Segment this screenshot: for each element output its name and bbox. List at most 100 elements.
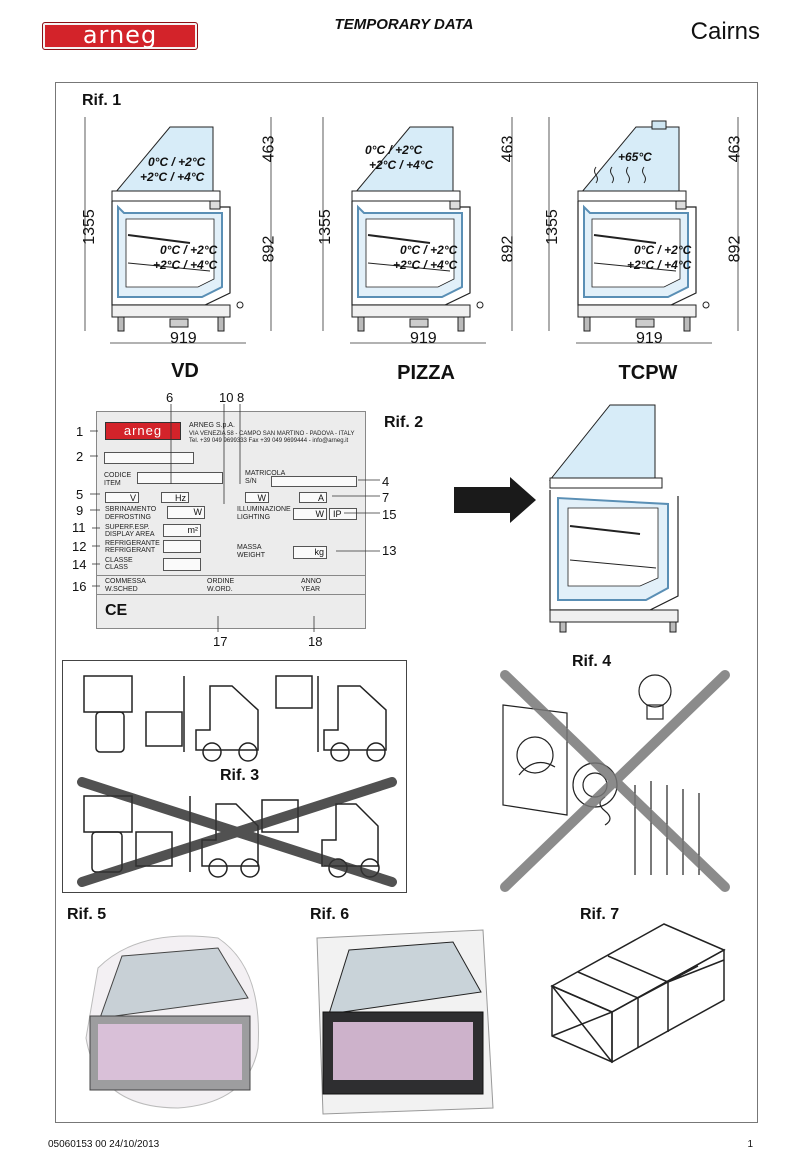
ce-mark: CE — [105, 602, 128, 619]
plate-item: ITEM — [104, 480, 121, 487]
plate-field-refrigerant — [163, 540, 201, 553]
plate-sbrinamento: SBRINAMENTO — [105, 506, 157, 513]
plate-field-defrost-w: W — [167, 506, 205, 519]
plate-year: YEAR — [301, 586, 321, 593]
plate-field-sn — [271, 476, 357, 487]
plate-field-light-w: W — [293, 508, 327, 520]
rating-plate: arneg ARNEG S.p.A. VIA VENEZIA 58 - CAMP… — [96, 411, 366, 629]
rif5-label: Rif. 5 — [67, 906, 107, 923]
model-name: Cairns — [690, 18, 760, 45]
pizza-width: 919 — [410, 330, 437, 347]
callout-15: 15 — [382, 507, 397, 522]
rif7-crate — [550, 923, 726, 1064]
plate-field-hz: Hz — [161, 492, 189, 503]
plate-field-w: W — [245, 492, 269, 503]
pizza-temp-bottom-2: +2°C / +4°C — [393, 258, 458, 272]
tcpw-height-total: 1355 — [543, 209, 561, 245]
plate-logo: arneg — [105, 422, 181, 440]
content-frame — [55, 82, 758, 1123]
callout-12: 12 — [72, 539, 87, 554]
callout-leader-lines — [90, 404, 380, 632]
plate-divider — [97, 575, 365, 576]
page-number: 1 — [747, 1139, 753, 1150]
tcpw-temp-bottom-1: 0°C / +2°C — [634, 243, 692, 257]
plate-refrigerant: REFRIGERANT — [105, 547, 156, 554]
callout-8: 8 — [237, 390, 245, 405]
rif6-wrapped-cabinet — [316, 929, 494, 1115]
callout-13: 13 — [382, 543, 397, 558]
plate-contact: Tel. +39 049 9699333 Fax +39 049 9699444… — [189, 438, 349, 444]
pizza-height-total: 1355 — [316, 209, 334, 245]
plate-field-class — [163, 558, 201, 571]
plate-address: VIA VENEZIA 58 - CAMPO SAN MARTINO - PAD… — [189, 431, 355, 437]
vd-height-top: 463 — [260, 135, 278, 163]
vd-model-label: VD — [171, 360, 199, 382]
plate-divider-2 — [97, 594, 365, 595]
pizza-temp-bottom-1: 0°C / +2°C — [400, 243, 458, 257]
plate-field-v: V — [105, 492, 139, 503]
cabinet-sections-drawing — [84, 117, 739, 344]
callout-17: 17 — [213, 634, 228, 649]
plate-commessa: COMMESSA — [105, 578, 146, 585]
plate-word: W.ORD. — [207, 586, 233, 593]
plate-field-m2: m² — [163, 524, 201, 537]
plate-matricola: MATRICOLA — [245, 470, 286, 477]
callout-5: 5 — [76, 487, 84, 502]
tcpw-model-label: TCPW — [618, 362, 678, 384]
plate-anno: ANNO — [301, 578, 322, 585]
tcpw-width: 919 — [636, 330, 663, 347]
plate-ordine: ORDINE — [207, 578, 235, 585]
tcpw-height-bottom: 892 — [726, 235, 744, 263]
vd-temp-top-2: +2°C / +4°C — [140, 170, 205, 184]
plate-field-ip: IP — [329, 508, 357, 520]
vd-height-total: 1355 — [80, 209, 98, 245]
arneg-logo: arneg — [42, 22, 198, 50]
callout-18: 18 — [308, 634, 323, 649]
cross-icon — [77, 777, 397, 887]
plate-superf: SUPERF.ESP. — [105, 524, 150, 531]
callout-10: 10 — [219, 390, 234, 405]
callout-7: 7 — [382, 490, 390, 505]
vd-temp-bottom-1: 0°C / +2°C — [160, 243, 218, 257]
rif5-wrapped-cabinet — [85, 935, 259, 1109]
callout-4: 4 — [382, 474, 390, 489]
rif2-cabinet-drawing — [454, 404, 679, 633]
plate-wsched: W.SCHED — [105, 586, 138, 593]
plate-company: ARNEG S.p.A. — [189, 422, 235, 429]
plate-sn: S/N — [245, 478, 257, 485]
tcpw-temp-top-1: +65°C — [618, 150, 652, 164]
vd-temp-bottom-2: +2°C / +4°C — [153, 258, 218, 272]
rif4-heat-sources-drawing — [500, 670, 730, 892]
plate-illuminazione: ILLUMINAZIONE — [237, 506, 291, 513]
callout-11: 11 — [72, 520, 86, 535]
callout-1: 1 — [76, 424, 84, 439]
callout-16: 16 — [72, 579, 87, 594]
plate-class: CLASS — [105, 564, 128, 571]
vd-height-bottom: 892 — [260, 235, 278, 263]
plate-field-codice — [137, 472, 223, 484]
vd-width: 919 — [170, 330, 197, 347]
pizza-height-bottom: 892 — [499, 235, 517, 263]
plate-codice: CODICE — [104, 472, 132, 479]
pizza-model-label: PIZZA — [397, 362, 455, 384]
plate-refrigerante: REFRIGERANTE — [105, 540, 160, 547]
plate-lighting: LIGHTING — [237, 514, 271, 521]
plate-field-a: A — [299, 492, 327, 503]
arrow-icon — [454, 477, 536, 523]
pizza-temp-top-1: 0°C / +2°C — [365, 143, 423, 157]
plate-weight: WEIGHT — [237, 552, 265, 559]
plate-display-area: DISPLAY AREA — [105, 531, 155, 538]
rif3-handling-box — [62, 660, 407, 893]
callout-2: 2 — [76, 449, 84, 464]
vd-temp-top-1: 0°C / +2°C — [148, 155, 206, 169]
header-title: TEMPORARY DATA — [334, 16, 474, 33]
plate-field-kg: kg — [293, 546, 327, 559]
tcpw-temp-bottom-2: +2°C / +4°C — [627, 258, 692, 272]
doc-code: 05060153 00 24/10/2013 — [48, 1139, 160, 1150]
plate-defrosting: DEFROSTING — [105, 514, 151, 521]
pizza-height-top: 463 — [499, 135, 517, 163]
plate-classe: CLASSE — [105, 557, 133, 564]
tcpw-height-top: 463 — [726, 135, 744, 163]
rif4-label: Rif. 4 — [572, 653, 612, 670]
rif1-label: Rif. 1 — [82, 92, 122, 109]
